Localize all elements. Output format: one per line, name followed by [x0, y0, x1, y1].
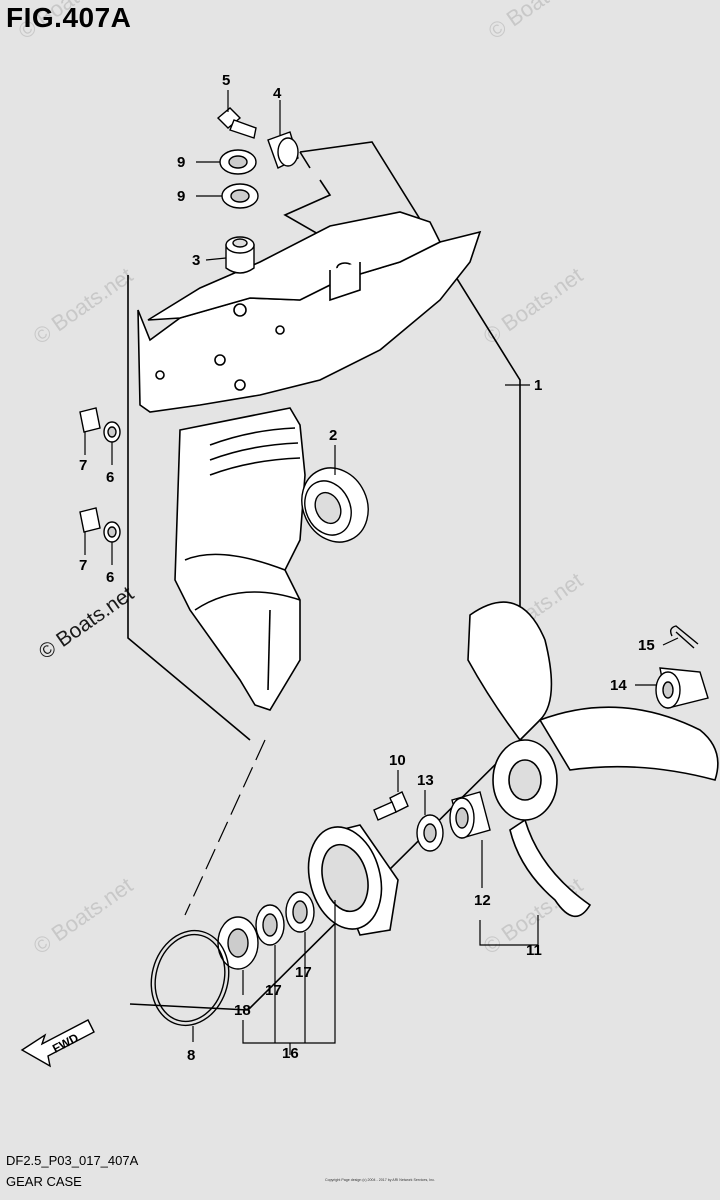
callout-8: 8 — [187, 1047, 195, 1064]
callout-7: 7 — [79, 457, 87, 474]
fwd-arrow-icon: FWD — [20, 1019, 95, 1068]
bushing-12 — [449, 791, 491, 839]
callout-15: 15 — [638, 637, 655, 654]
oil-seals-9 — [219, 149, 259, 209]
callout-2: 2 — [329, 427, 337, 444]
propeller-11 — [467, 601, 719, 918]
callout-4: 4 — [273, 85, 282, 102]
gear-case — [137, 211, 482, 711]
callout-18: 18 — [234, 1002, 251, 1019]
callout-16: 16 — [282, 1045, 299, 1062]
watermark: © Boats.net — [479, 262, 588, 349]
watermark: © Boats.net — [29, 872, 138, 959]
callout-6: 6 — [106, 569, 114, 586]
bearings-17-18 — [217, 891, 315, 970]
copyright-notice: Copyright Page design (c) 2004 - 2017 by… — [324, 1178, 436, 1182]
callout-12: 12 — [474, 892, 491, 909]
callout-13: 13 — [417, 772, 434, 789]
axis-dashed-line — [184, 739, 266, 916]
watermark-dark: © Boats.net — [35, 582, 138, 664]
callout-3: 3 — [192, 252, 200, 269]
callout-14: 14 — [610, 677, 627, 694]
bolt-10 — [373, 791, 409, 821]
callout-7: 7 — [79, 557, 87, 574]
figure-code: DF2.5_P03_017_407A — [6, 1153, 139, 1168]
figure-caption: GEAR CASE — [6, 1174, 82, 1189]
cotter-pin-15 — [669, 625, 699, 649]
bearing-housing-16 — [307, 824, 399, 936]
nut-14 — [655, 667, 709, 709]
callouts: 5 4 9 9 3 1 2 7 6 7 6 15 14 10 13 12 11 … — [79, 72, 655, 1064]
bolt-5 — [216, 107, 257, 139]
bearing-2 — [301, 467, 369, 543]
plug-3 — [225, 236, 255, 274]
callout-11: 11 — [526, 942, 542, 959]
callout-9: 9 — [177, 154, 185, 171]
sleeve-4 — [267, 131, 299, 169]
watermark: © Boats.net — [484, 0, 593, 44]
o-ring-8 — [150, 929, 230, 1027]
callout-10: 10 — [389, 752, 406, 769]
figure-title: FIG.407A — [6, 2, 132, 33]
callout-5: 5 — [222, 72, 230, 89]
callout-17: 17 — [295, 964, 312, 981]
leader-lines — [84, 90, 679, 1055]
watermark: © Boats.net — [29, 262, 138, 349]
callout-17: 17 — [265, 982, 282, 999]
screws-gaskets-6-7 — [79, 407, 121, 543]
callout-1: 1 — [534, 377, 542, 394]
washer-13 — [416, 814, 444, 852]
callout-6: 6 — [106, 469, 114, 486]
callout-9: 9 — [177, 188, 185, 205]
